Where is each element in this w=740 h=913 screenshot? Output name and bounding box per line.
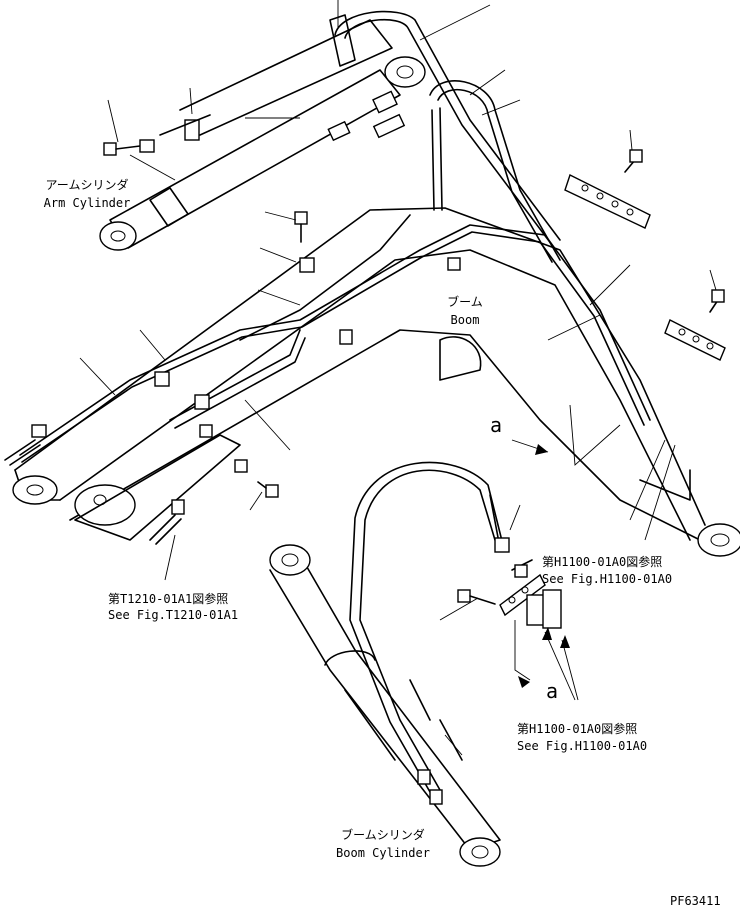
reference-h1100-bottom-jp: 第H1100-01A0図参照 [517, 722, 638, 736]
reference-h1100-top-en: See Fig.H1100-01A0 [542, 572, 673, 586]
boom-clamps [154, 257, 461, 473]
bolt-boom-lower [257, 481, 279, 498]
arm-hoses [334, 10, 561, 263]
view-a-marker-main: a [490, 413, 503, 437]
bolt-arm-clamp [103, 139, 155, 156]
bolt-lower-right [709, 289, 725, 313]
view-a-arrow [511, 404, 621, 466]
arm-cylinder [99, 14, 426, 251]
boom-cylinder [269, 544, 501, 867]
boom-cylinder-label-en: Boom Cylinder [336, 846, 430, 860]
boom-piping [19, 214, 651, 463]
boom-label-en: Boom [450, 313, 480, 327]
view-a-marker-detail: a [546, 679, 559, 703]
boom-cylinder-hoses [349, 461, 510, 805]
boom-cylinder-label-jp: ブームシリンダ [341, 828, 425, 842]
leader-lines [79, 0, 717, 756]
reference-t1210-en: See Fig.T1210-01A1 [108, 608, 239, 622]
reference-h1100-bottom-en: See Fig.H1100-01A0 [517, 739, 648, 753]
clamp-plate-upper [564, 174, 651, 229]
drawing-number: PF63411 [670, 894, 721, 908]
bolt-boom-upper [294, 211, 308, 243]
bolt-upper-right [624, 149, 643, 173]
fitting-left-lower [149, 499, 185, 545]
boom-label-jp: ブーム [447, 295, 483, 309]
boom-structure [12, 207, 740, 557]
reference-t1210-jp: 第T1210-01A1図参照 [108, 592, 229, 606]
detail-a-arrows [514, 620, 579, 701]
clamp-plate-lower [664, 319, 726, 361]
reference-h1100-top-jp: 第H1100-01A0図参照 [542, 555, 663, 569]
fitting-left-upper [4, 424, 47, 466]
detail-a-bracket [499, 559, 562, 629]
detail-a-bolt [457, 589, 496, 605]
arm-cylinder-label-jp: アームシリンダ [45, 178, 129, 192]
arm-fittings [159, 90, 406, 142]
arm-cylinder-label-en: Arm Cylinder [43, 196, 131, 210]
